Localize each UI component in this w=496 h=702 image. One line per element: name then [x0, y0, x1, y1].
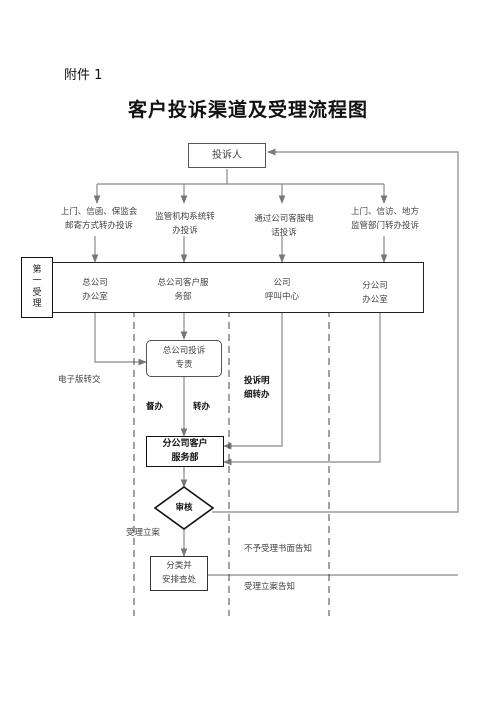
page-title: 客户投诉渠道及受理流程图	[127, 99, 368, 121]
attachment-label: 附件 1	[64, 68, 103, 83]
email-forward-note: 电子版转交	[58, 375, 101, 385]
channel-4-label: 上门、信访、地方 监管部门转办投诉	[350, 207, 419, 232]
transfer-note: 转办	[193, 402, 211, 412]
classify-node: 分类并 安排查处	[150, 556, 208, 591]
channel-1-label: 上门、信函、保监会 邮寄方式转办投诉	[60, 207, 138, 232]
channel-2-label: 监管机构系统转 办投诉	[155, 212, 215, 237]
accept-case-note: 受理立案	[126, 528, 161, 538]
first-accept-row	[52, 262, 424, 313]
hq-specialist-node: 总公司投诉 专责	[146, 340, 222, 377]
first-accept-label: 第一受理	[21, 257, 53, 318]
review-label: 审核	[175, 503, 193, 513]
channel-3-label: 通过公司客服电 话投诉	[254, 214, 314, 239]
supervise-note: 督办	[146, 402, 164, 412]
complainant-node: 投诉人	[188, 143, 266, 168]
branch-service-node: 分公司客户 服务部	[146, 436, 224, 467]
complainant-label: 投诉人	[212, 149, 242, 161]
accept-notice-note: 受理立案告知	[244, 582, 296, 592]
no-accept-notice-note: 不予受理书面告知	[244, 544, 313, 554]
branch-office-node: 分公司 办公室	[362, 281, 388, 306]
call-center-node: 公司 呼叫中心	[264, 278, 299, 303]
hq-service-node: 总公司客户服 务部	[157, 278, 209, 303]
detail-transfer-note: 投诉明 细转办	[244, 376, 270, 401]
hq-office-node: 总公司 办公室	[82, 278, 108, 303]
